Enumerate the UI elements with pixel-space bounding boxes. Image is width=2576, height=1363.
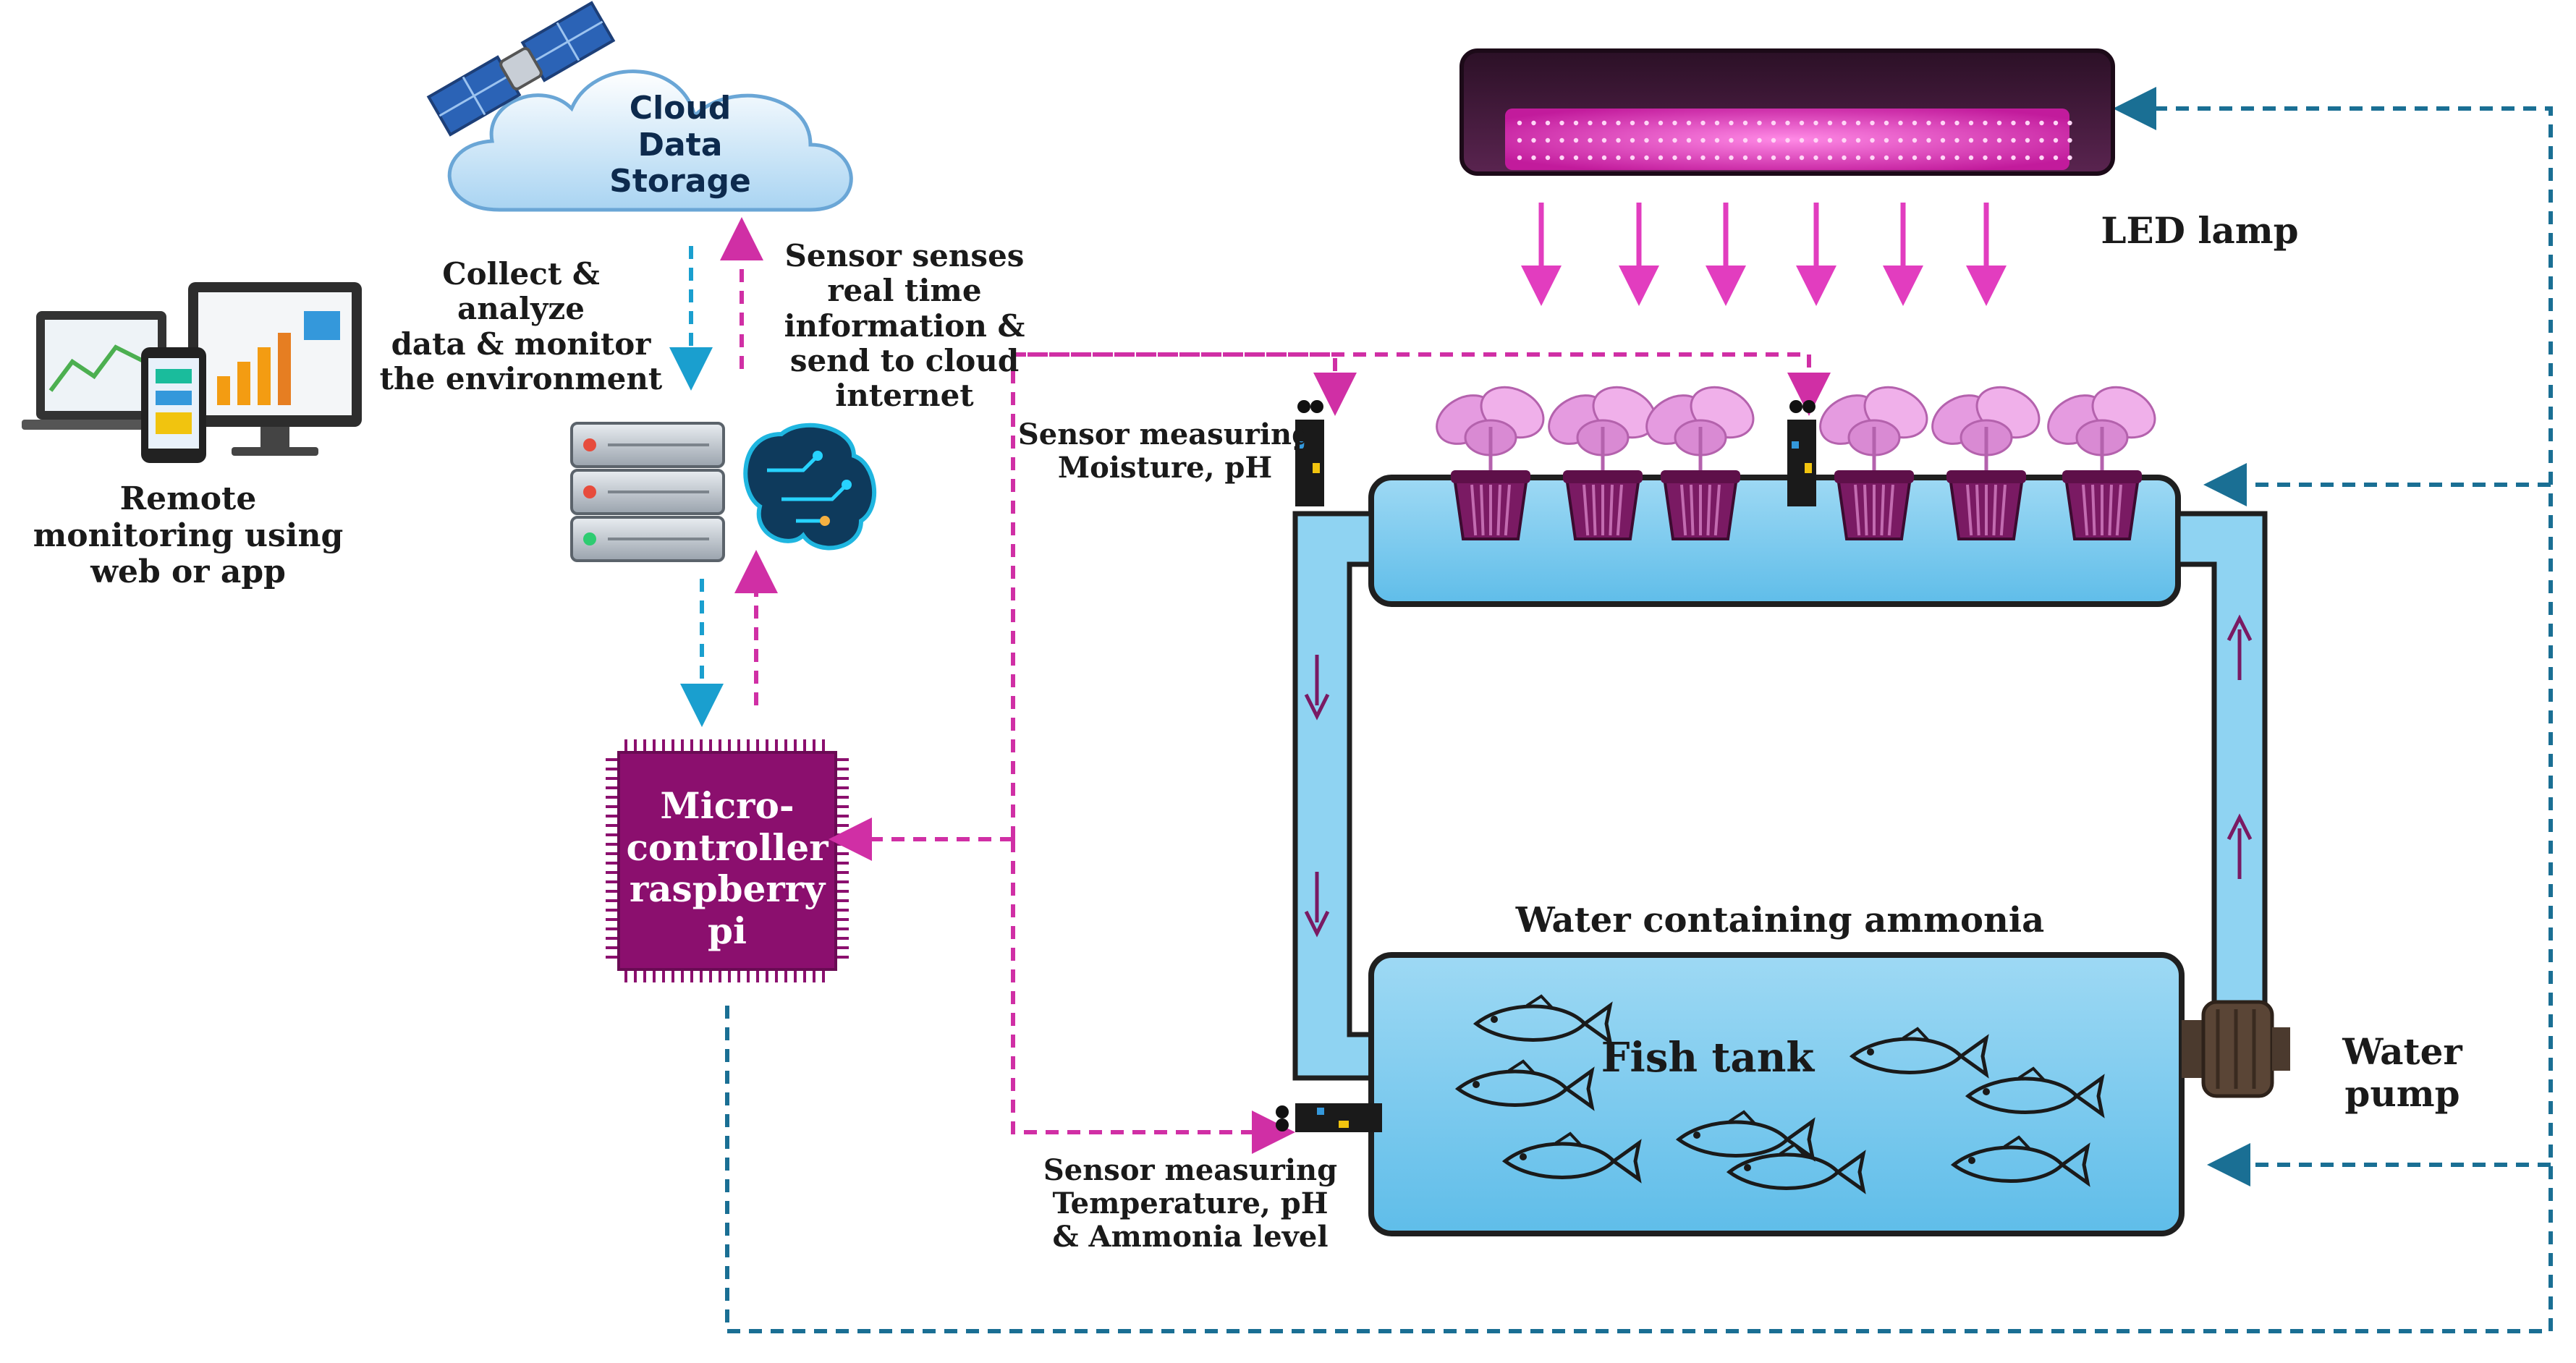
sensor-senses-label: Sensor senses real time information & se… [784, 238, 1025, 414]
fish-school [1454, 994, 2105, 1194]
fish-icon [1454, 1059, 1595, 1111]
plant-pot-icon [1436, 386, 1545, 540]
sensor-moisture-label: Sensor measuring Moisture, pH [1017, 417, 1313, 485]
remote-monitoring-label: Remote monitoring using web or app [33, 480, 344, 591]
fish-tank-label: Fish tank [1601, 1034, 1815, 1082]
plant-pot-icon [1819, 386, 1928, 540]
collect-analyze-label: Collect & analyze data & monitor the env… [379, 256, 663, 396]
cloud-label: Cloud Data Storage [609, 90, 751, 200]
flow-arrows-down [1304, 655, 1330, 938]
flow-arrows-up [2227, 614, 2253, 879]
fish-icon [1675, 1110, 1816, 1162]
water-ammonia-label: Water containing ammonia [1515, 900, 2045, 940]
fish-icon [1726, 1142, 1866, 1194]
fish-icon [1849, 1027, 1989, 1079]
microcontroller-label: Micro- controller raspberry pi [626, 784, 829, 952]
plant-pot-icon [2047, 386, 2156, 540]
sensor-module-icon [1276, 1103, 1382, 1132]
sensor-data-lines [829, 352, 1831, 1154]
fish-icon [1965, 1066, 2105, 1118]
water-pump-icon [2182, 1000, 2290, 1098]
sensor-module-icon [1787, 400, 1816, 506]
plant-pot-icon [1548, 386, 1657, 540]
microcontroller-chip-icon [606, 739, 849, 982]
sensor-module-icon [1295, 400, 1324, 506]
devices-icon [22, 282, 362, 463]
right-pipe [2175, 511, 2268, 1016]
fish-icon [1950, 1135, 2090, 1187]
plant-pot-icon [1931, 386, 2041, 540]
led-lamp-icon [1459, 48, 2115, 176]
fish-icon [1501, 1131, 1642, 1184]
fish-icon [1473, 994, 1613, 1046]
water-pump-label: Water pump [2342, 1030, 2462, 1115]
led-light-arrows [1521, 203, 2007, 306]
fish-tank [1368, 952, 2185, 1236]
server-icon [570, 422, 725, 562]
satellite-icon [426, 1, 616, 137]
control-loop-lines [725, 87, 2553, 1333]
plants [1436, 386, 2156, 540]
led-lamp-label: LED lamp [2101, 209, 2299, 252]
brain-ai-icon [743, 423, 877, 551]
left-pipe [1292, 511, 1374, 1081]
plant-pot-icon [1645, 386, 1755, 540]
sensor-temp-label: Sensor measuring Temperature, pH & Ammon… [1043, 1153, 1338, 1254]
cloud-icon [447, 69, 853, 212]
